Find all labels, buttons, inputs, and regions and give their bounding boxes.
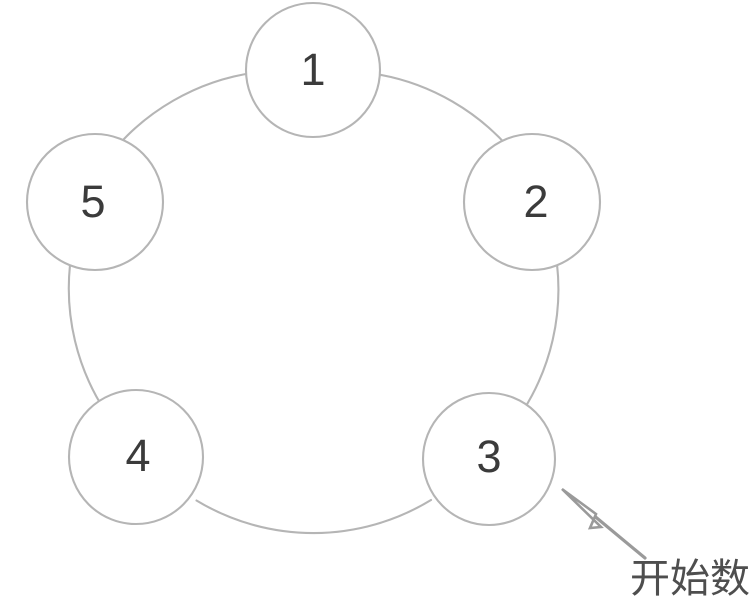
edge-2-to-3	[522, 262, 560, 412]
node-2[interactable]: 2	[462, 132, 602, 272]
node-5-circle[interactable]	[25, 132, 165, 272]
node-2-circle[interactable]	[462, 132, 602, 272]
annotation-label: 开始数	[630, 556, 750, 602]
arrow-shaft-line	[590, 512, 647, 560]
node-5-label: 5	[80, 176, 105, 227]
node-3[interactable]: 3	[421, 391, 557, 527]
edge-3-to-4	[195, 498, 433, 535]
node-1-circle[interactable]	[244, 1, 382, 139]
edge-4-to-5	[67, 263, 107, 413]
start-pointer-arrow	[561, 487, 647, 560]
node-2-label: 2	[523, 176, 548, 227]
node-1[interactable]: 1	[244, 1, 382, 139]
node-group: 1 2 3 4 5	[25, 1, 602, 527]
node-3-circle[interactable]	[421, 391, 557, 527]
node-5[interactable]: 5	[25, 132, 165, 272]
node-3-label: 3	[476, 431, 501, 482]
node-4-label: 4	[125, 430, 150, 481]
arrow-head-icon	[561, 487, 604, 530]
node-1-label: 1	[300, 44, 325, 95]
node-4-circle[interactable]	[67, 388, 205, 526]
node-4[interactable]: 4	[67, 388, 205, 526]
